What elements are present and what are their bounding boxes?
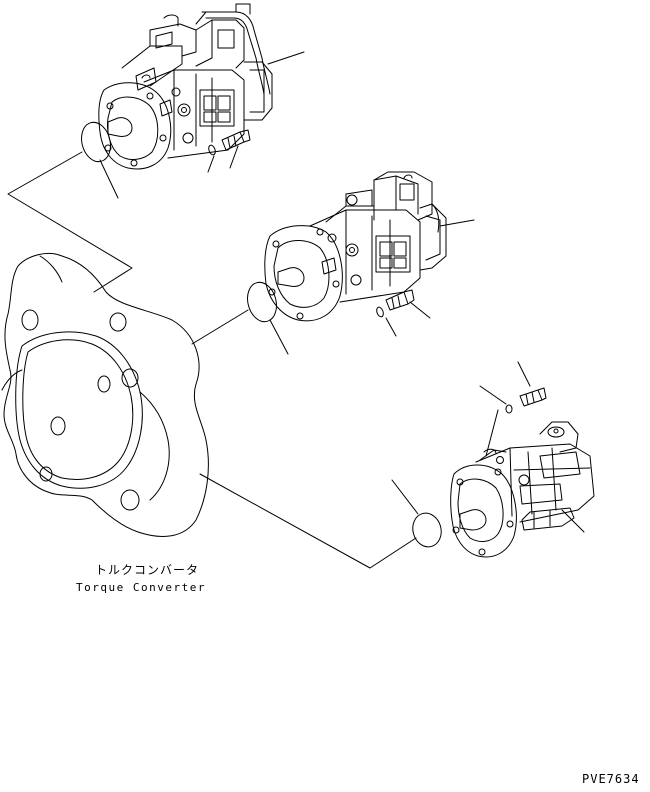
- pump-lower-bolt-and-washer: [506, 388, 546, 413]
- drawing-code: PVE7634: [582, 772, 640, 786]
- hydraulic-pump-lower: [451, 422, 594, 557]
- o-ring-lower: [409, 510, 445, 550]
- pump-middle-bolt-and-washer: [375, 290, 414, 318]
- assembly-connection-lines: [8, 152, 498, 568]
- callout-leader-lines: [100, 52, 584, 532]
- o-ring-upper: [77, 119, 114, 165]
- pump-upper-bolt-and-washer: [207, 130, 250, 156]
- torque-converter-housing: [2, 253, 208, 536]
- o-ring-middle: [243, 279, 280, 325]
- torque-converter-label-english: Torque Converter: [76, 581, 206, 594]
- hydraulic-pump-middle: [265, 172, 446, 321]
- torque-converter-label-japanese: トルクコンバータ: [95, 563, 200, 577]
- hydraulic-pump-upper: [99, 4, 272, 169]
